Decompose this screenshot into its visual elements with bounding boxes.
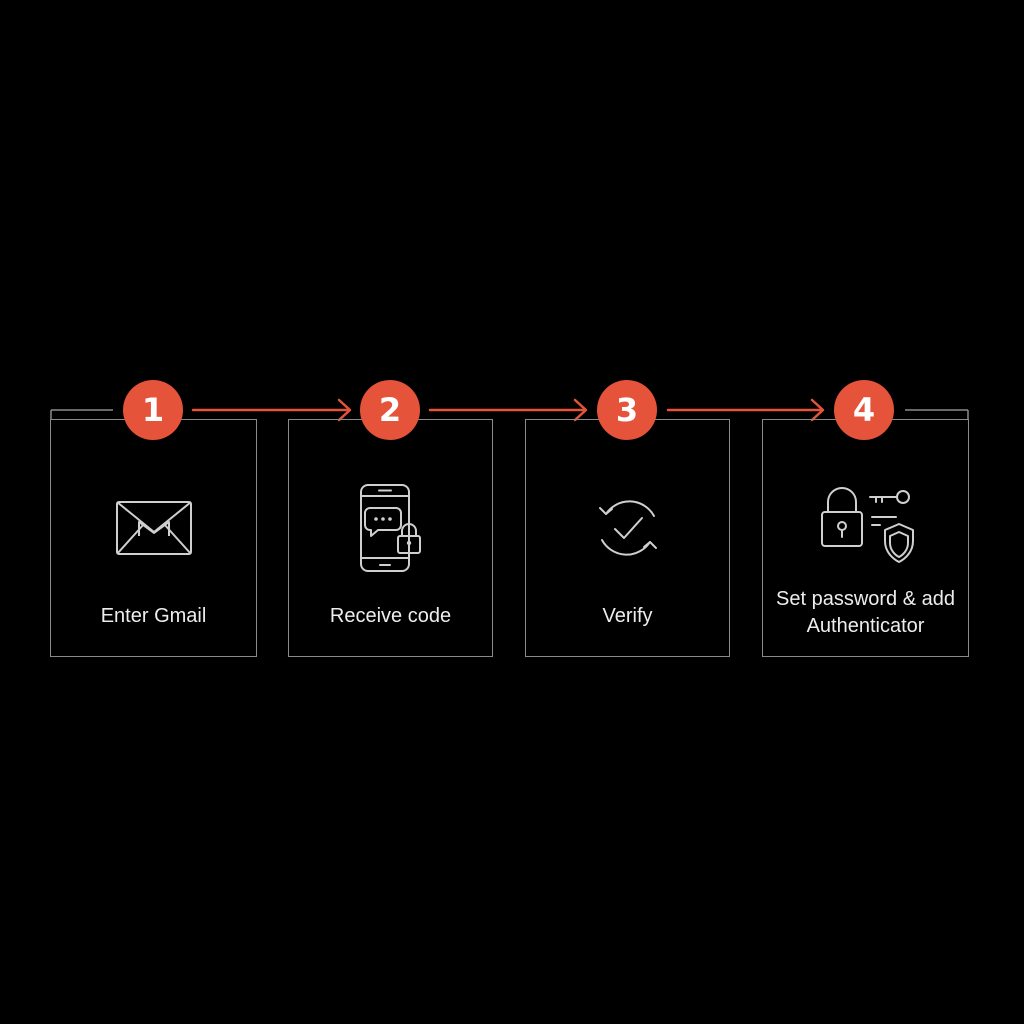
step-label: Receive code (329, 605, 452, 627)
step-card-enter-gmail: Enter Gmail (50, 419, 257, 657)
arrow-3-to-4 (666, 398, 825, 422)
step-number-badge-2: 2 (360, 380, 420, 440)
step-card-set-password: Set password & add Authenticator (762, 419, 969, 657)
step-card-verify: Verify (525, 419, 730, 657)
arrow-2-to-3 (428, 398, 588, 422)
step-number-badge-1: 1 (123, 380, 183, 440)
step-card-receive-code: Receive code (288, 419, 493, 657)
phone-chat-lock-icon (359, 484, 421, 572)
lock-key-shield-icon (820, 487, 914, 563)
step-label-line-2: Authenticator (806, 615, 925, 637)
step-label: Verify (602, 605, 653, 627)
step-number-badge-3: 3 (597, 380, 657, 440)
refresh-check-icon (598, 500, 657, 556)
step-label: Enter Gmail (100, 605, 207, 627)
step-label-line-1: Set password & add (776, 588, 955, 610)
step-number-badge-4: 4 (834, 380, 894, 440)
arrow-1-to-2 (191, 398, 352, 422)
mail-icon (115, 501, 192, 555)
